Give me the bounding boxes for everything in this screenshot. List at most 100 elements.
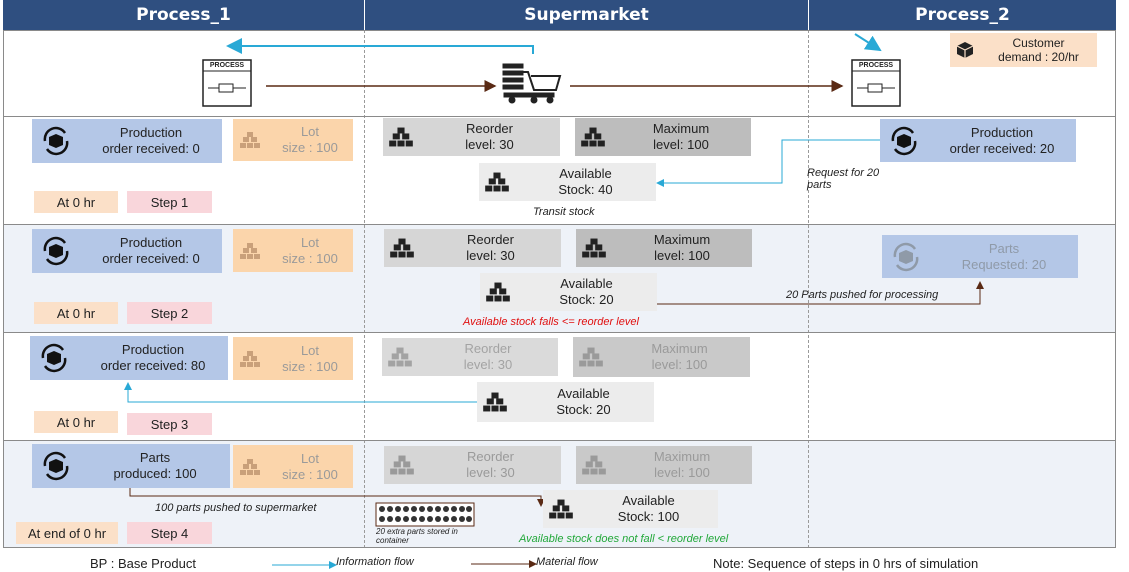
column-divider: [808, 30, 809, 548]
lot-size-box: Lot size : 100: [233, 119, 353, 161]
boxes-icon: [543, 498, 579, 520]
maximum-box: Maximum level: 100: [575, 118, 751, 156]
cycle-package-icon: [880, 124, 928, 158]
reorder-text: Reorder level: 30: [463, 341, 513, 372]
reorder-text: Reorder level: 30: [466, 232, 515, 263]
info-flow-arrow: [656, 139, 880, 187]
parts-requested-box: Parts Requested: 20: [882, 235, 1078, 278]
boxes-icon: [575, 126, 611, 148]
row-divider: [3, 440, 1116, 441]
production-text: Production order received: 0: [102, 125, 200, 156]
pushed-note: 100 parts pushed to supermarket: [155, 502, 317, 514]
lot-size-text: Lot size : 100: [282, 450, 338, 482]
bp-legend: BP : Base Product: [90, 556, 196, 571]
production-box: Production order received: 80: [30, 336, 228, 380]
available-stock-box: Available Stock: 40: [479, 163, 656, 201]
boxes-icon: [479, 171, 515, 193]
time-badge: At 0 hr: [34, 302, 118, 324]
maximum-box: Maximum level: 100: [576, 446, 752, 484]
step-badge: Step 2: [127, 302, 212, 324]
row-divider: [3, 224, 1116, 225]
boxes-icon: [477, 391, 513, 413]
reorder-box: Reorder level: 30: [384, 446, 561, 484]
package-icon: [950, 41, 980, 59]
boxes-icon: [573, 346, 609, 368]
step-badge: Step 1: [127, 191, 212, 213]
maximum-box: Maximum level: 100: [573, 337, 750, 377]
transit-stock-caption: Transit stock: [533, 206, 595, 218]
process-1-label: PROCESS: [209, 62, 245, 69]
row-divider: [3, 116, 1116, 117]
boxes-icon: [382, 346, 418, 368]
reorder-ok-caption: Available stock does not fall < reorder …: [519, 533, 729, 545]
boxes-icon: [480, 281, 516, 303]
header-process-2: Process_2: [809, 0, 1116, 30]
process-2-icon: [851, 59, 901, 107]
maximum-text: Maximum level: 100: [653, 449, 711, 480]
boxes-icon: [233, 458, 267, 476]
info-flow-arrow: [124, 382, 477, 403]
available-stock-box: Available Stock: 100: [543, 490, 718, 528]
available-stock-text: Available Stock: 100: [617, 493, 680, 524]
maximum-box: Maximum level: 100: [576, 229, 752, 267]
lot-size-text: Lot size : 100: [282, 342, 338, 374]
cycle-package-icon: [32, 124, 80, 158]
row-divider: [3, 332, 1116, 333]
cycle-package-icon: [882, 240, 930, 274]
production-box: Production order received: 0: [32, 229, 222, 273]
lot-size-text: Lot size : 100: [282, 234, 338, 266]
cycle-package-icon: [30, 341, 78, 375]
step-badge: Step 3: [127, 413, 212, 435]
header-process-1: Process_1: [3, 0, 364, 30]
parts-produced-box: Parts produced: 100: [32, 444, 230, 488]
boxes-icon: [233, 242, 267, 260]
header-supermarket: Supermarket: [365, 0, 808, 30]
available-stock-text: Available Stock: 40: [558, 166, 613, 197]
process-2-order-box: Production order received: 20: [880, 119, 1076, 162]
maximum-text: Maximum level: 100: [652, 121, 710, 152]
reorder-box: Reorder level: 30: [383, 118, 560, 156]
lot-size-text: Lot size : 100: [282, 124, 338, 155]
request-note: Request for 20 parts: [807, 167, 880, 191]
diagram-frame: [3, 30, 1116, 548]
process-2-order-text: Production order received: 20: [949, 124, 1055, 156]
material-flow-arrow: [129, 486, 545, 507]
available-stock-text: Available Stock: 20: [559, 276, 614, 307]
container-note: 20 extra parts stored in container: [376, 527, 458, 545]
available-stock-box: Available Stock: 20: [480, 273, 657, 311]
reorder-box: Reorder level: 30: [384, 229, 561, 267]
production-text: Production order received: 0: [102, 235, 200, 266]
step-badge: Step 4: [127, 522, 212, 544]
available-stock-text: Available Stock: 20: [556, 386, 611, 417]
material-flow-legend: Material flow: [536, 556, 598, 568]
simulation-note: Note: Sequence of steps in 0 hrs of simu…: [713, 556, 979, 571]
customer-demand-text: Customer demand : 20/hr: [998, 36, 1079, 64]
customer-demand-box: Customer demand : 20/hr: [950, 33, 1097, 67]
cycle-package-icon: [32, 234, 80, 268]
production-box: Production order received: 0: [32, 119, 222, 163]
production-text: Production order received: 80: [100, 342, 206, 373]
boxes-icon: [384, 237, 420, 259]
pushed-note: 20 Parts pushed for processing: [786, 289, 939, 301]
info-flow-arrow: [854, 33, 882, 52]
cycle-package-icon: [32, 449, 80, 483]
parts-container-icon: [375, 502, 475, 527]
reorder-text: Reorder level: 30: [465, 121, 514, 152]
process-1-icon: [202, 59, 252, 107]
parts-produced-text: Parts produced: 100: [113, 450, 197, 481]
time-badge: At 0 hr: [34, 411, 118, 433]
reorder-warning-caption: Available stock falls <= reorder level: [463, 316, 639, 328]
available-stock-box: Available Stock: 20: [477, 382, 654, 422]
maximum-text: Maximum level: 100: [653, 232, 711, 263]
boxes-icon: [576, 237, 612, 259]
lot-size-box: Lot size : 100: [233, 229, 353, 272]
parts-requested-text: Parts Requested: 20: [961, 240, 1047, 272]
lot-size-box: Lot size : 100: [233, 337, 353, 380]
supermarket-cart-icon: [502, 63, 562, 104]
time-badge: At end of 0 hr: [16, 522, 118, 544]
reorder-text: Reorder level: 30: [466, 449, 515, 480]
lot-size-box: Lot size : 100: [233, 445, 353, 488]
reorder-box: Reorder level: 30: [382, 338, 558, 376]
maximum-text: Maximum level: 100: [651, 341, 708, 372]
